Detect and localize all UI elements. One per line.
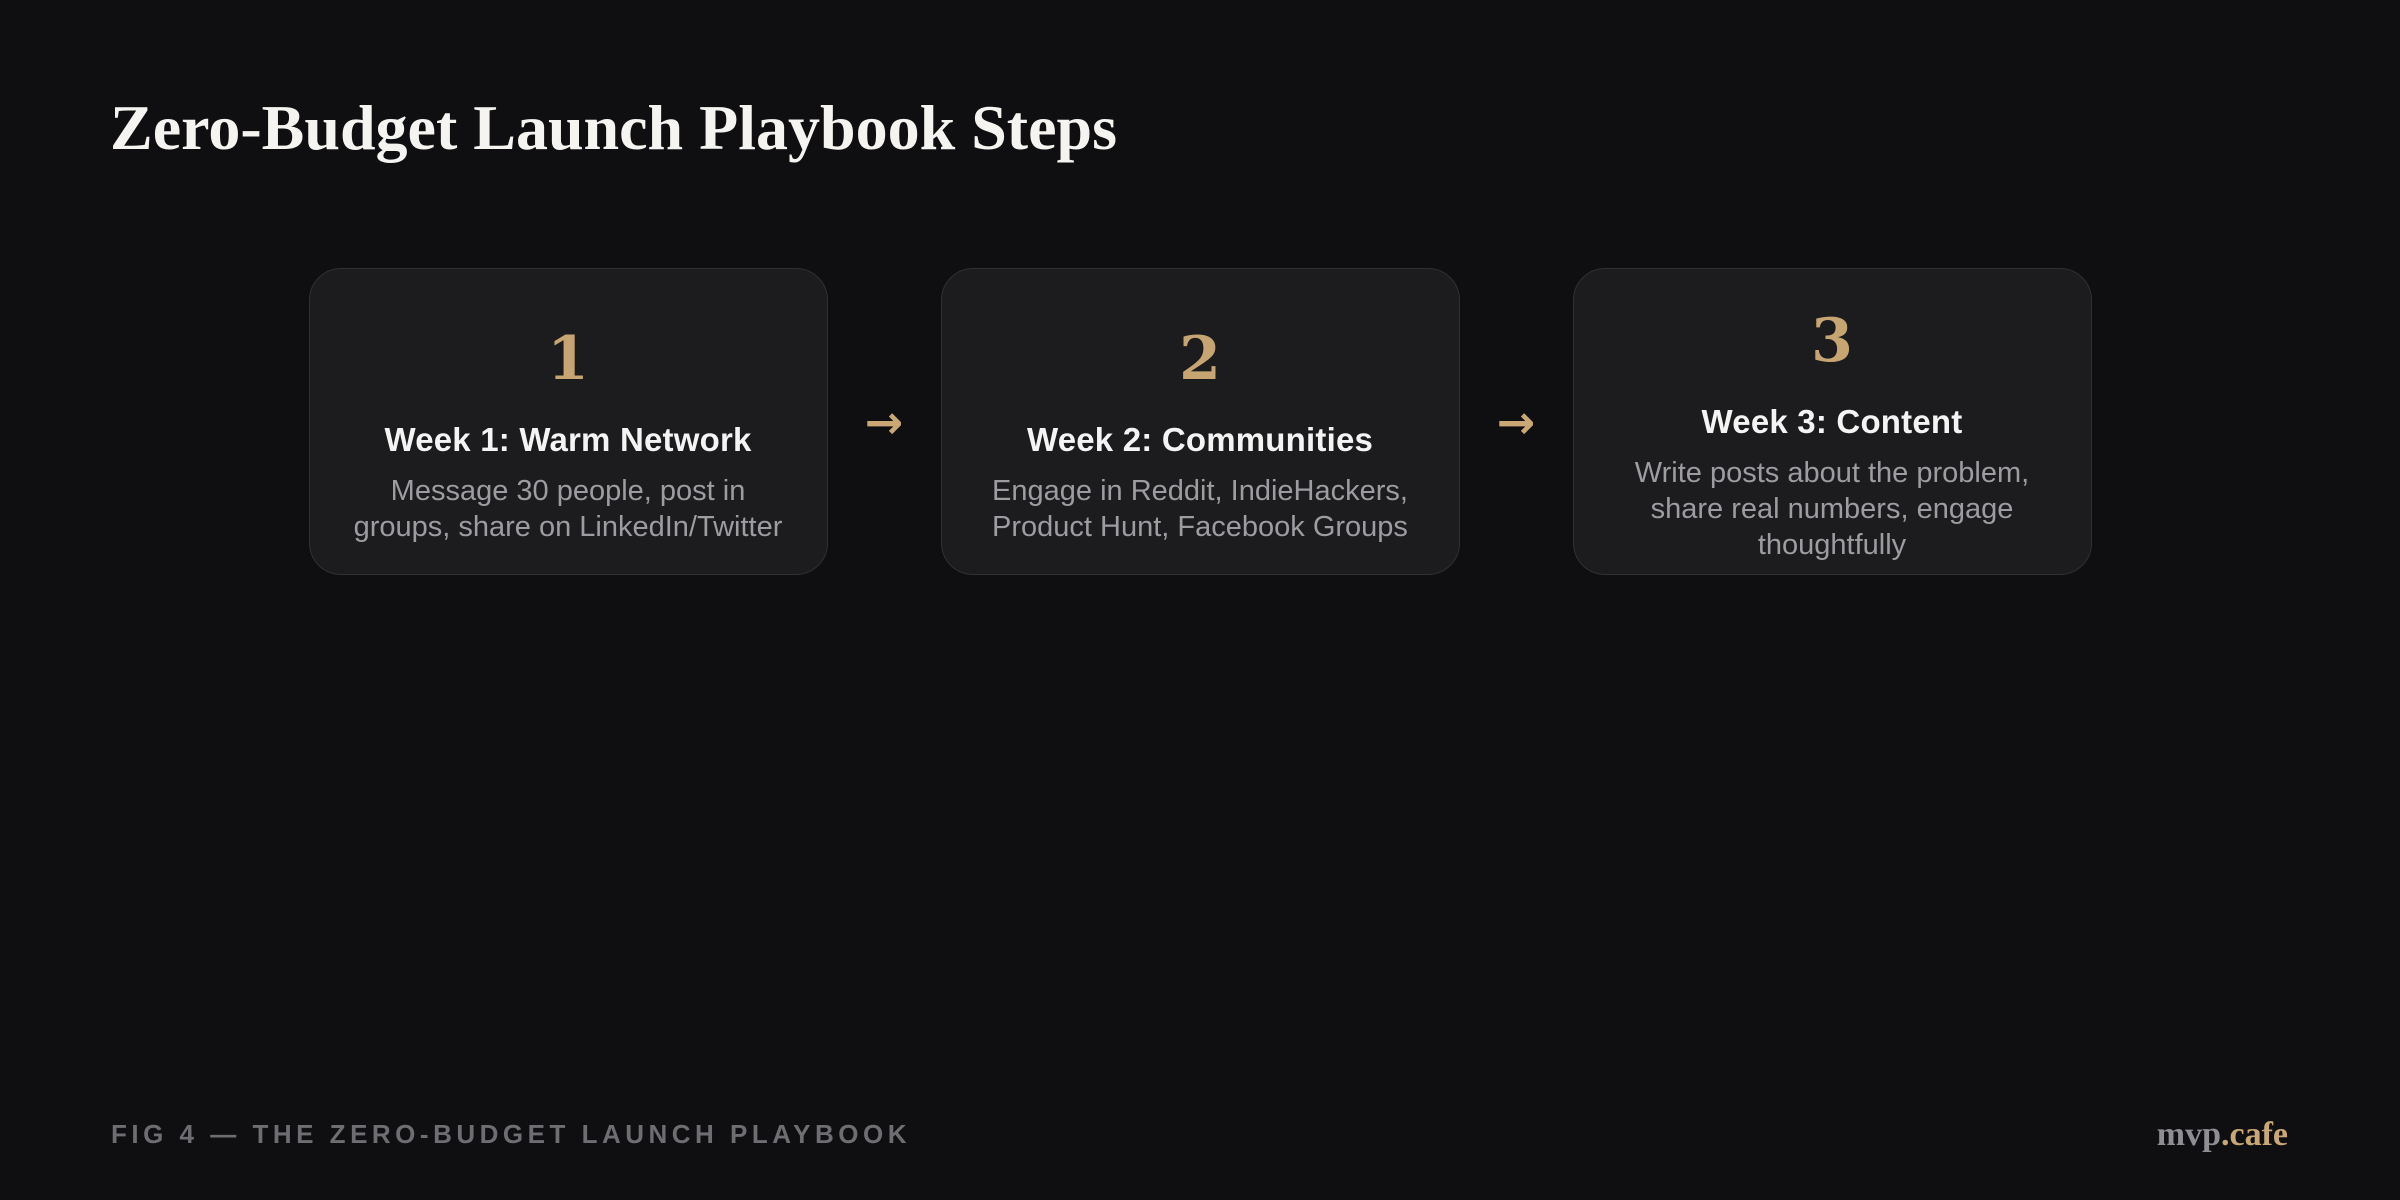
- step-title: Week 3: Content: [1701, 402, 1963, 440]
- steps-flow: 1 Week 1: Warm Network Message 30 people…: [0, 268, 2400, 575]
- figure-caption: FIG 4 — THE ZERO-BUDGET LAUNCH PLAYBOOK: [111, 1119, 912, 1149]
- arrow-right-icon: →: [864, 394, 904, 449]
- brand-logo-suffix: .cafe: [2220, 1116, 2288, 1153]
- page-title: Zero-Budget Launch Playbook Steps: [110, 92, 1117, 163]
- brand-logo: mvp.cafe: [2157, 1116, 2288, 1154]
- step-number: 2: [1179, 323, 1221, 394]
- step-description: Message 30 people, post in groups, share…: [353, 474, 783, 543]
- step-card-week1: 1 Week 1: Warm Network Message 30 people…: [308, 268, 828, 575]
- step-number: 3: [1811, 305, 1853, 376]
- step-description: Engage in Reddit, IndieHackers, Product …: [992, 474, 1408, 543]
- step-number: 1: [547, 323, 589, 394]
- step-title: Week 1: Warm Network: [384, 420, 752, 458]
- step-card-week2: 2 Week 2: Communities Engage in Reddit, …: [940, 268, 1460, 575]
- step-title: Week 2: Communities: [1026, 420, 1374, 458]
- brand-logo-prefix: mvp: [2156, 1116, 2221, 1153]
- arrow-right-icon: →: [1496, 394, 1536, 449]
- step-card-week3: 3 Week 3: Content Write posts about the …: [1572, 268, 2092, 575]
- step-description: Write posts about the problem, share rea…: [1634, 456, 2030, 561]
